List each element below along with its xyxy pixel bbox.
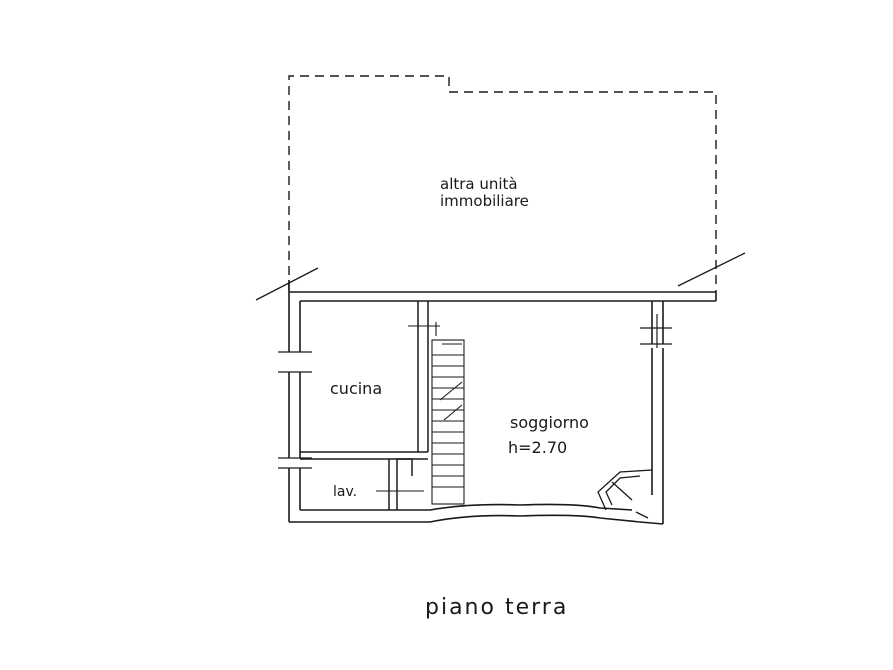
neighbor-unit-label-line1: altra unità	[440, 175, 518, 193]
window-marks	[278, 314, 672, 469]
kitchen-label: cucina	[330, 379, 382, 398]
exterior-walls	[288, 280, 717, 525]
staircase	[408, 322, 465, 505]
floor-caption: piano terra	[425, 595, 568, 620]
neighbor-unit-label-line2: immobiliare	[440, 192, 529, 210]
interior-walls	[300, 301, 429, 510]
living-room-label: soggiorno	[510, 413, 589, 432]
fireplace	[597, 469, 653, 519]
living-room-height: h=2.70	[508, 438, 567, 457]
neighbor-unit-outline	[288, 75, 717, 292]
laundry-label: lav.	[333, 484, 357, 500]
wall-break-marks	[255, 252, 746, 301]
